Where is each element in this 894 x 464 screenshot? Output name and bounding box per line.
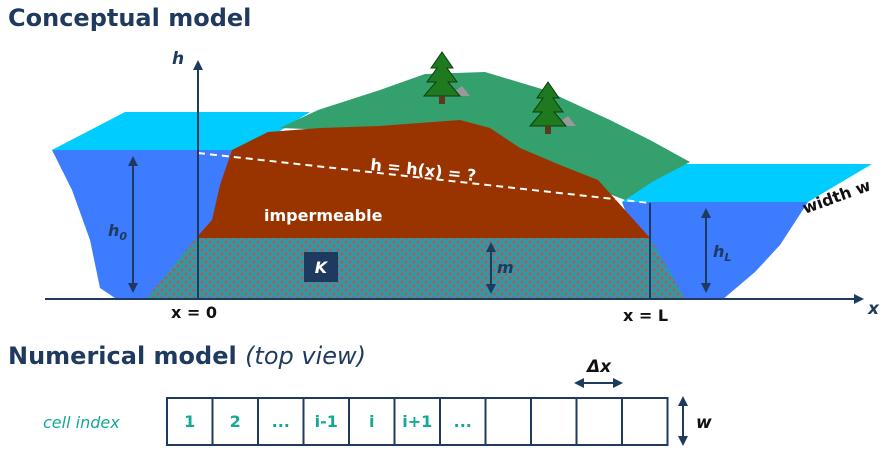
water-table-line bbox=[197, 152, 651, 204]
top-view-note: (top view) bbox=[245, 342, 367, 370]
x-axis-label: x bbox=[867, 299, 880, 319]
grid-cell bbox=[302, 397, 350, 446]
grid-cell bbox=[484, 397, 532, 446]
tree-icon bbox=[423, 51, 470, 105]
dx-label: Δx bbox=[585, 357, 612, 377]
xl-label: x = L bbox=[623, 306, 668, 325]
conceptual-model-title: Conceptual model bbox=[8, 4, 251, 32]
cell-label: i-1 bbox=[315, 412, 338, 431]
x0-label: x = 0 bbox=[171, 303, 217, 322]
w-label: w bbox=[696, 413, 712, 433]
cell-label: i bbox=[369, 412, 374, 431]
aquifer-layer bbox=[145, 238, 686, 300]
impermeable-label: impermeable bbox=[264, 206, 383, 225]
impermeable-soil bbox=[196, 120, 650, 238]
right-lake-surface bbox=[622, 164, 872, 202]
grid-cell bbox=[166, 397, 214, 446]
cell-label: 2 bbox=[230, 412, 241, 431]
grid-cell bbox=[439, 397, 487, 446]
grid-cell bbox=[257, 397, 305, 446]
grid-cell bbox=[393, 397, 441, 446]
grid-cell bbox=[530, 397, 578, 446]
cell-row: 1 2... i-1 i i+1... bbox=[166, 397, 669, 446]
conceptual-title-text: Conceptual model bbox=[8, 4, 252, 32]
cell-index-label: cell index bbox=[43, 413, 120, 432]
k-box bbox=[304, 252, 338, 282]
left-lake-surface bbox=[52, 112, 310, 150]
numerical-model-title: Numerical model (top view) bbox=[8, 342, 366, 370]
h0-label: h0 bbox=[108, 221, 127, 243]
tree-icon bbox=[529, 81, 576, 135]
m-label: m bbox=[497, 258, 514, 277]
cell-label: i+1 bbox=[402, 412, 432, 431]
h-axis-label: h bbox=[172, 49, 184, 69]
grid-cell bbox=[211, 397, 259, 446]
numerical-title-text: Numerical model bbox=[8, 342, 237, 370]
cell-label: 1 bbox=[184, 412, 195, 431]
cell-label: ... bbox=[454, 412, 472, 431]
grid-cell bbox=[621, 397, 669, 446]
grid-cell bbox=[575, 397, 623, 446]
hl-label: hL bbox=[713, 242, 731, 264]
k-label: K bbox=[315, 258, 329, 277]
cell-label: ... bbox=[272, 412, 290, 431]
